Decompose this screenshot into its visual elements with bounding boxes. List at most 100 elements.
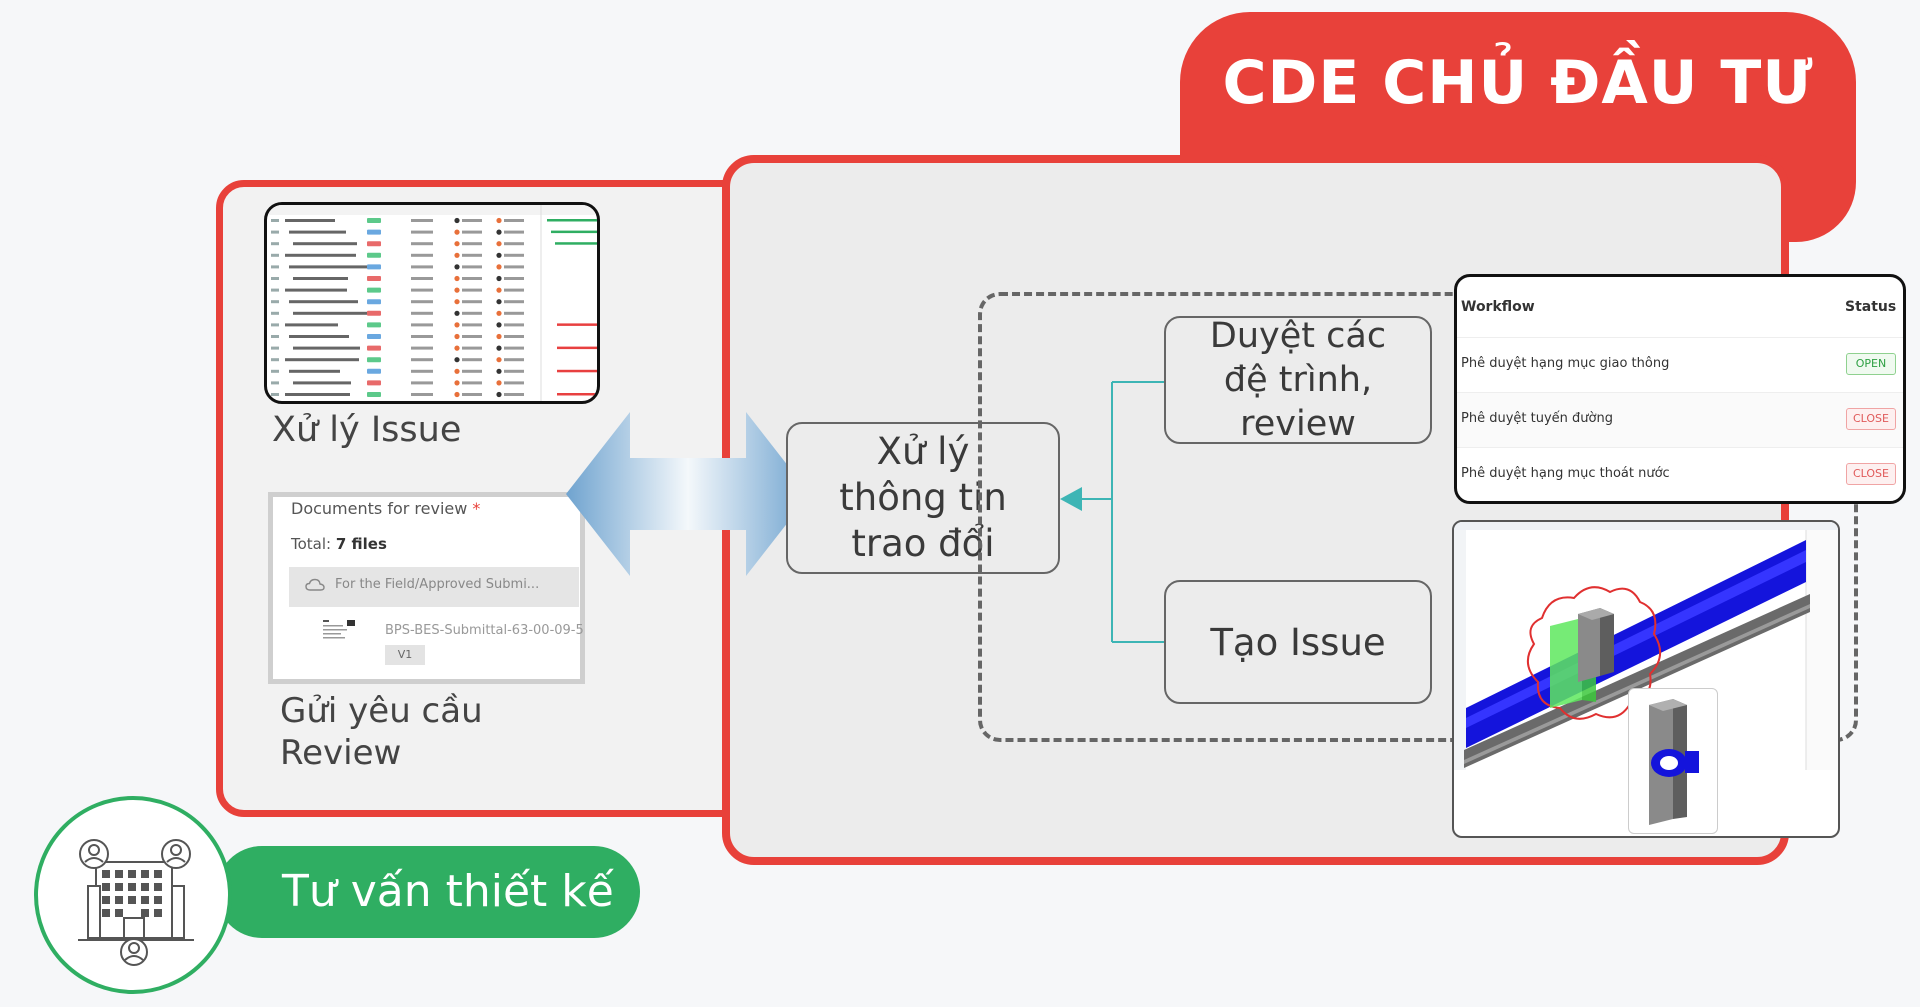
folder-name: For the Field/Approved Submi... (335, 577, 540, 592)
window-mark (102, 883, 110, 891)
thumb-mark (411, 265, 433, 269)
thumb-mark (504, 381, 524, 385)
thumb-mark (462, 288, 482, 292)
thumb-mark (496, 252, 502, 258)
thumb-mark (462, 381, 482, 385)
column-detail-image (1649, 699, 1699, 825)
thumb-mark (462, 335, 482, 338)
thumb-mark (496, 368, 502, 374)
review-node-line3: review (1240, 404, 1356, 444)
thumb-mark (557, 346, 597, 350)
cde-title: CDE CHỦ ĐẦU TƯ (1222, 48, 1814, 118)
thumb-mark (462, 219, 482, 222)
center-node-line3: trao đổi (851, 522, 995, 565)
version-badge: V1 (385, 645, 425, 665)
thumb-mark (367, 264, 381, 270)
thumb-mark (271, 346, 279, 350)
review-node-line2: đệ trình, (1223, 360, 1373, 400)
thumb-mark (411, 311, 433, 315)
thumb-mark (504, 346, 524, 350)
thumb-mark (271, 230, 279, 234)
window-mark (154, 909, 162, 917)
thumb-mark (454, 322, 460, 328)
window-mark (115, 909, 123, 917)
thumb-mark (271, 311, 279, 315)
thumb-mark (285, 323, 338, 327)
thumb-mark (367, 357, 381, 363)
thumb-mark (462, 323, 482, 327)
file-name[interactable]: BPS-BES-Submittal-63-00-09-5 (385, 623, 584, 638)
thumb-mark (289, 335, 349, 338)
thumb-mark (293, 277, 348, 280)
thumb-mark (454, 252, 460, 258)
thumb-mark (504, 335, 524, 338)
thumb-mark (289, 230, 346, 234)
thumb-mark (411, 369, 433, 373)
thumb-mark (271, 219, 279, 222)
documents-for-review-card[interactable]: Documents for review * Total: 7 files Fo… (268, 492, 585, 684)
thumb-mark (462, 242, 482, 246)
consultant-pill (216, 846, 640, 938)
window-mark (128, 896, 136, 904)
window-mark (154, 883, 162, 891)
thumb-mark (462, 230, 482, 234)
thumb-mark (271, 265, 279, 269)
thumb-mark (454, 299, 460, 305)
double-arrow-icon (566, 412, 810, 576)
thumb-mark (504, 265, 524, 269)
thumb-mark (454, 229, 460, 235)
thumb-mark (411, 219, 433, 222)
thumb-mark (271, 393, 279, 396)
workflow-row[interactable]: Phê duyệt hạng mục giao thông OPEN (1457, 337, 1903, 392)
thumb-mark (454, 275, 460, 282)
workflow-row[interactable]: Phê duyệt hạng mục thoát nước CLOSE (1457, 447, 1903, 501)
thumb-mark (504, 242, 524, 246)
thumb-mark (289, 265, 367, 269)
thumb-mark (547, 219, 597, 222)
folder-row[interactable]: For the Field/Approved Submi... (289, 567, 579, 607)
thumb-mark (411, 358, 433, 362)
thumb-mark (271, 253, 279, 257)
documents-title: Documents for review * (291, 499, 480, 518)
window-mark (128, 870, 136, 878)
thumb-mark (367, 252, 381, 258)
arrowhead-icon (1060, 487, 1082, 511)
thumb-mark (504, 253, 524, 257)
thumb-mark (411, 393, 433, 396)
thumb-mark (496, 275, 502, 282)
thumb-mark (285, 253, 356, 257)
status-badge: CLOSE (1846, 463, 1896, 485)
thumb-mark (462, 277, 482, 280)
thumb-mark (367, 334, 381, 339)
thumb-mark (367, 218, 381, 223)
thumb-mark (454, 380, 460, 386)
thumb-mark (496, 229, 502, 235)
thumb-mark (496, 391, 502, 398)
thumb-mark (496, 299, 502, 305)
window-mark (115, 896, 123, 904)
thumb-mark (504, 219, 524, 222)
thumb-mark (555, 242, 597, 245)
bim-model-image (1454, 522, 1838, 770)
window-mark (102, 870, 110, 878)
thumb-mark (462, 393, 482, 396)
create-issue-node: Tạo Issue (1164, 580, 1432, 704)
building-people-icon (78, 839, 194, 966)
thumb-mark (462, 265, 482, 269)
review-submission-node: Duyệt các đệ trình, review (1164, 316, 1432, 444)
thumb-mark (271, 369, 279, 373)
thumb-mark (496, 380, 502, 386)
window-mark (141, 909, 149, 917)
thumb-mark (367, 310, 381, 316)
thumb-mark (496, 241, 502, 247)
thumb-mark (367, 276, 381, 281)
thumb-mark (454, 264, 460, 270)
file-thumbnail-icon (321, 617, 359, 647)
thumb-mark (496, 333, 502, 340)
thumb-mark (293, 346, 360, 350)
workflow-row[interactable]: Phê duyệt tuyến đường CLOSE (1457, 392, 1903, 447)
thumb-mark (504, 288, 524, 292)
thumb-mark (271, 277, 279, 280)
window-mark (154, 870, 162, 878)
bim-model-viewer[interactable] (1452, 520, 1840, 838)
